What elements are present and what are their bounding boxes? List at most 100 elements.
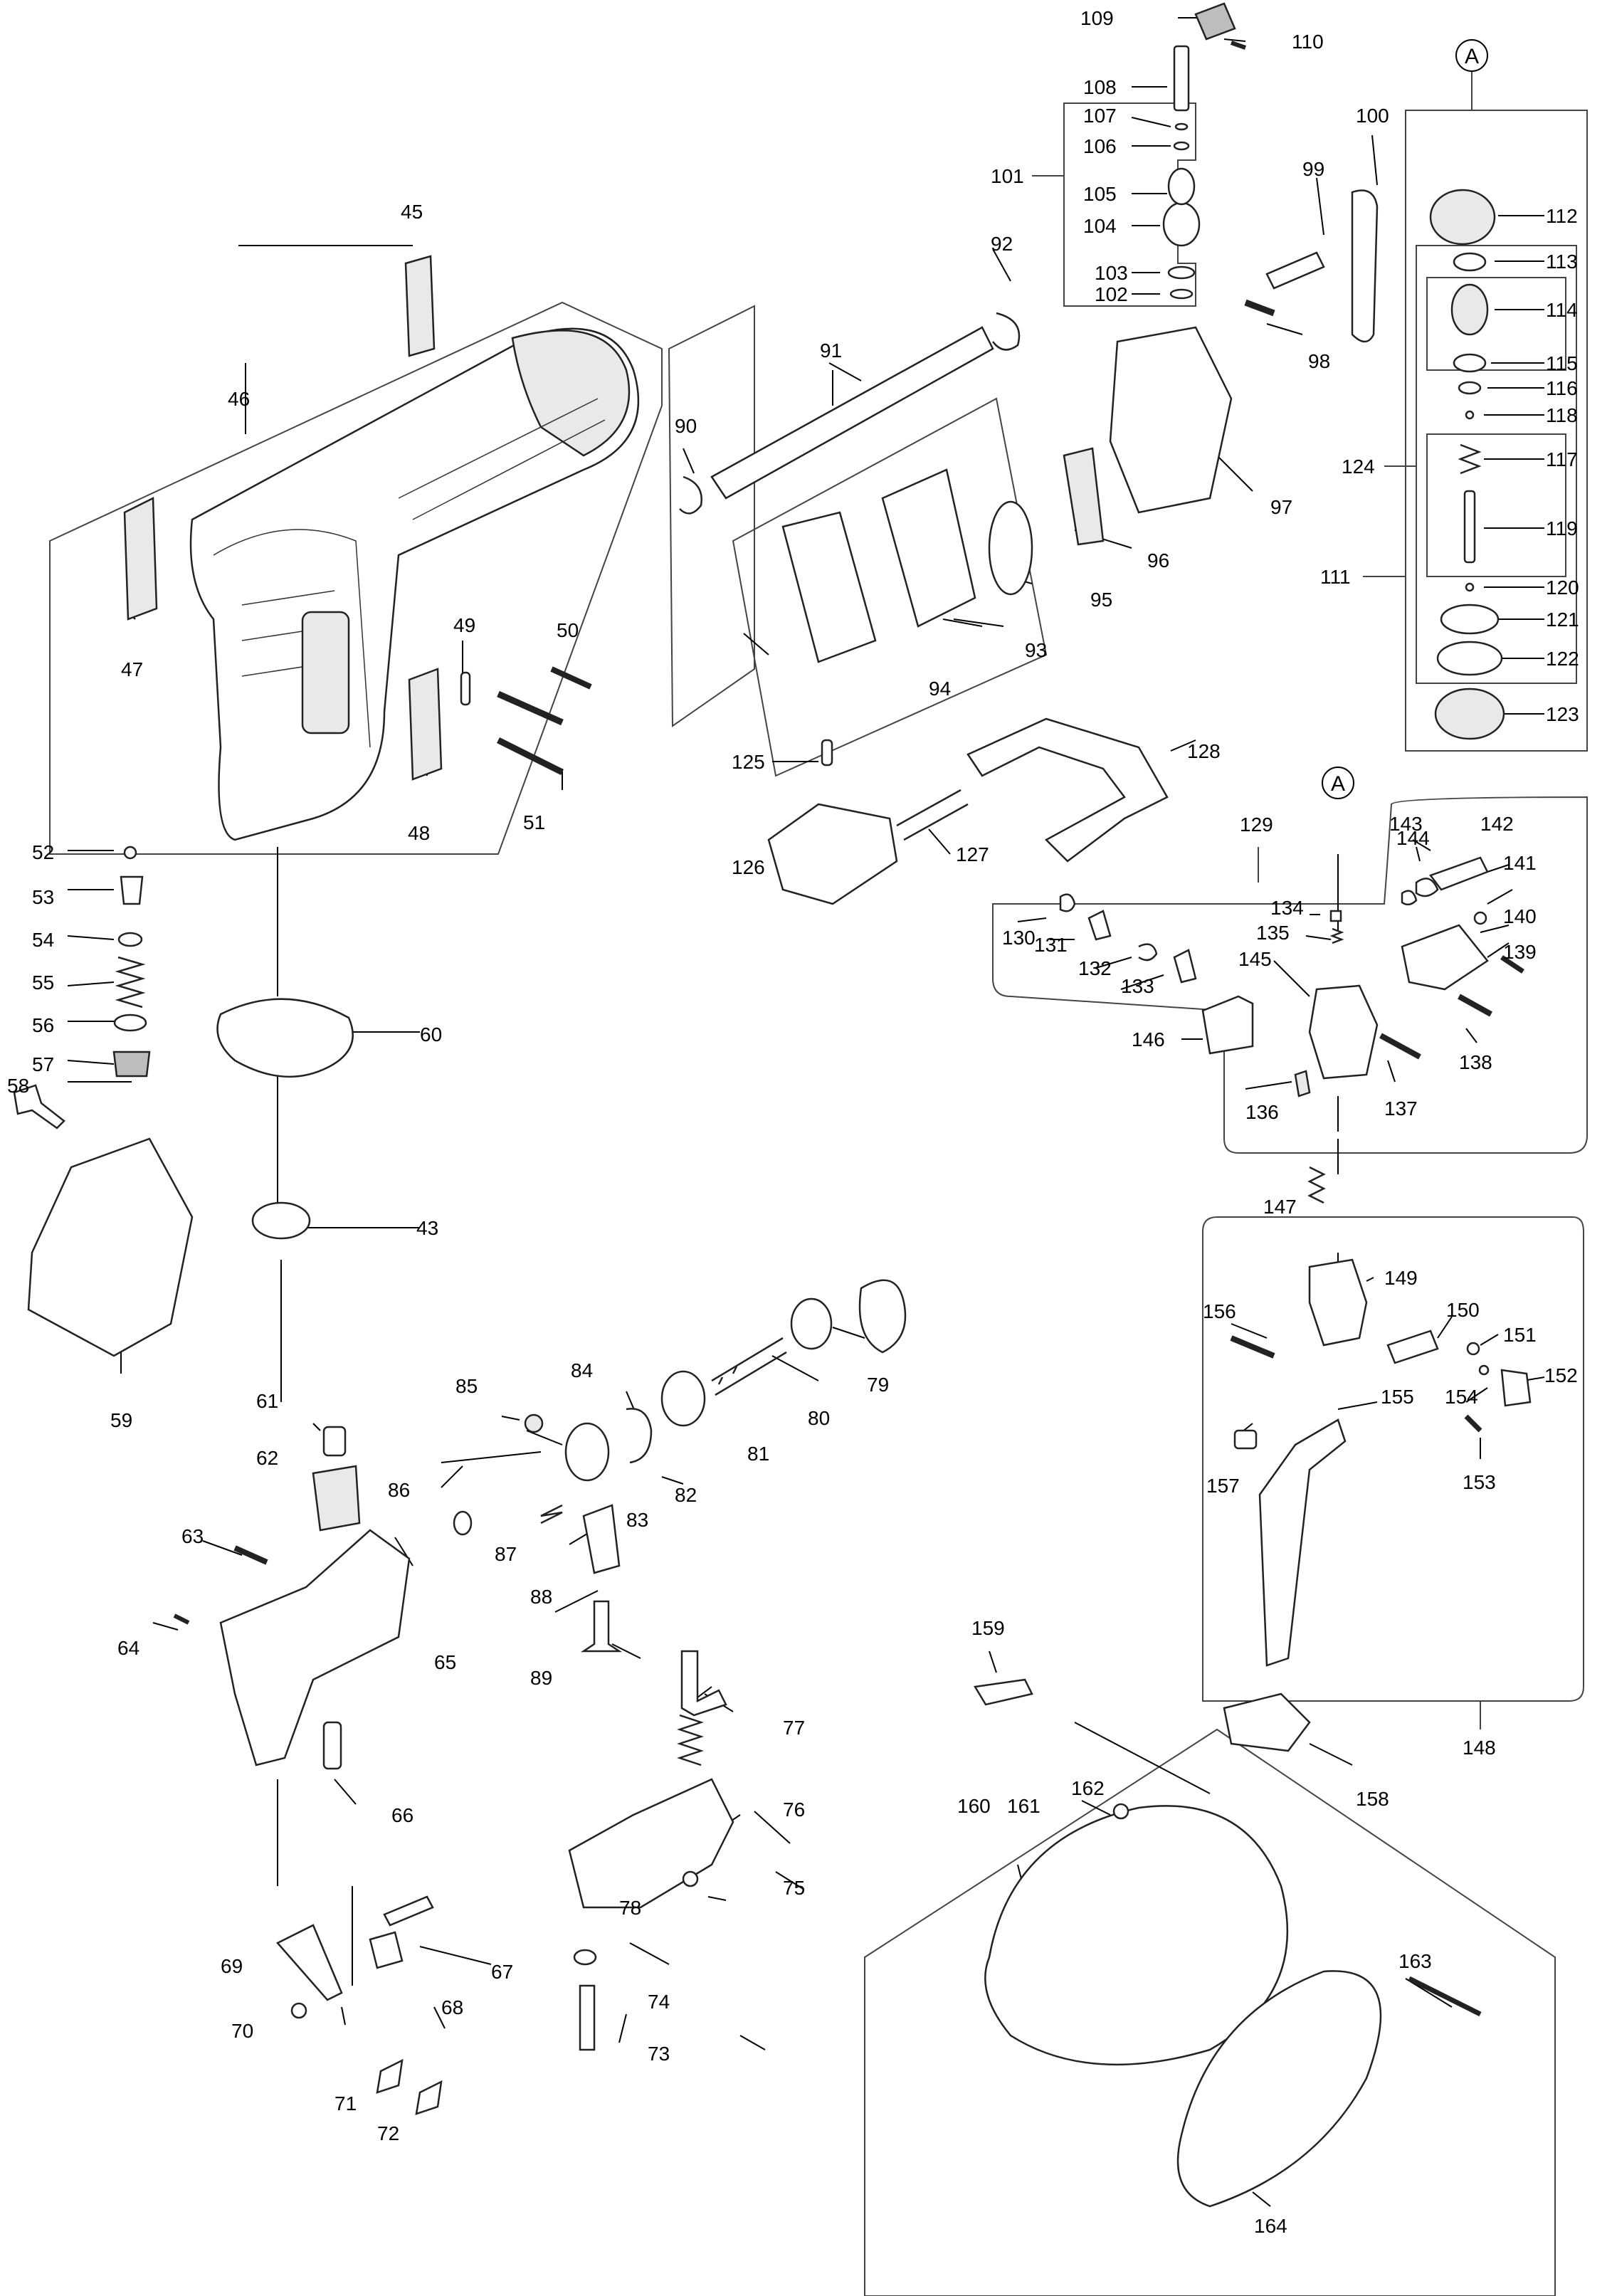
- part-66: [322, 1721, 342, 1770]
- part-label: 105: [1083, 183, 1117, 205]
- part-106: [1173, 141, 1190, 151]
- part-label: 93: [1025, 639, 1047, 661]
- part-52: [123, 846, 137, 860]
- part-83: [626, 1408, 653, 1464]
- part-141: [1473, 911, 1487, 925]
- part-label: 86: [388, 1479, 410, 1501]
- part-159: [973, 1678, 1033, 1706]
- callout-a-mid: A: [1322, 767, 1354, 799]
- group-160-outline: [864, 1728, 1556, 2296]
- part-label: 124: [1342, 455, 1375, 478]
- part-132: [1138, 943, 1158, 962]
- part-label: 112: [1546, 205, 1578, 227]
- part-label: 43: [416, 1217, 438, 1239]
- part-149: [1308, 1258, 1368, 1347]
- part-label: 60: [420, 1023, 442, 1046]
- part-53: [120, 875, 144, 905]
- part-label: 119: [1546, 517, 1578, 539]
- part-143: [1415, 878, 1439, 897]
- part-label: 46: [228, 388, 250, 410]
- part-label: 110: [1292, 31, 1324, 53]
- part-76: [677, 1714, 704, 1766]
- part-label: 133: [1121, 975, 1154, 997]
- part-125: [821, 739, 833, 767]
- part-label: 141: [1503, 852, 1537, 874]
- part-label: 77: [783, 1717, 805, 1739]
- part-label: 156: [1203, 1300, 1236, 1322]
- part-79: [858, 1279, 907, 1354]
- part-label: 85: [455, 1375, 478, 1397]
- part-108: [1173, 45, 1190, 112]
- part-140: [1401, 924, 1489, 991]
- part-label: 145: [1238, 948, 1272, 970]
- part-114: [1450, 283, 1489, 336]
- part-100: [1351, 189, 1379, 343]
- part-138: [1458, 994, 1492, 1017]
- part-51-a: [497, 690, 564, 726]
- part-label: 158: [1356, 1788, 1389, 1810]
- part-label: 53: [32, 886, 54, 908]
- part-154: [1478, 1364, 1490, 1376]
- part-label: 71: [334, 2092, 357, 2115]
- part-62: [312, 1465, 361, 1532]
- part-label: 70: [231, 2020, 253, 2042]
- part-73: [579, 1984, 596, 2051]
- part-94: [781, 511, 877, 663]
- part-label: 109: [1080, 7, 1114, 29]
- part-label: 62: [256, 1447, 278, 1469]
- part-label: 75: [783, 1877, 805, 1899]
- part-label: 155: [1381, 1386, 1414, 1408]
- part-label: 125: [732, 751, 765, 773]
- part-81: [711, 1337, 787, 1396]
- part-label: 113: [1546, 251, 1578, 273]
- part-109: [1194, 2, 1236, 41]
- part-77: [680, 1650, 727, 1717]
- part-label: 55: [32, 971, 54, 994]
- part-147: [1307, 1166, 1326, 1204]
- part-113: [1453, 252, 1487, 272]
- part-90: [679, 475, 702, 515]
- part-label: 104: [1083, 215, 1117, 237]
- part-98: [1244, 299, 1275, 317]
- part-label: 131: [1034, 934, 1068, 956]
- part-130: [1059, 893, 1076, 912]
- part-92: [992, 312, 1021, 351]
- part-label: 121: [1546, 609, 1579, 631]
- part-label: 154: [1445, 1386, 1478, 1408]
- part-label: 81: [747, 1443, 769, 1465]
- part-label: 150: [1446, 1299, 1480, 1321]
- part-label: 69: [221, 1955, 243, 1977]
- part-label: 64: [117, 1637, 139, 1659]
- part-102: [1169, 288, 1194, 300]
- part-label: 143: [1389, 813, 1423, 835]
- part-97: [1109, 326, 1233, 514]
- part-164: [1176, 1970, 1382, 2208]
- part-87: [540, 1504, 563, 1524]
- part-label: 50: [557, 619, 579, 641]
- part-163: [1408, 1976, 1482, 2017]
- part-61: [322, 1426, 347, 1457]
- part-label: 152: [1544, 1364, 1578, 1386]
- bracket-101: [1063, 102, 1196, 307]
- housing-part-46: [189, 327, 640, 841]
- part-label: 78: [619, 1897, 641, 1919]
- part-label: 142: [1480, 813, 1514, 835]
- part-label: 134: [1270, 897, 1304, 919]
- callout-a-top-text: A: [1465, 45, 1479, 68]
- part-label: 74: [648, 1991, 670, 2013]
- part-116: [1458, 381, 1482, 395]
- part-label: 58: [7, 1075, 29, 1097]
- part-60: [216, 998, 354, 1078]
- part-label: 49: [453, 614, 475, 636]
- part-112: [1429, 189, 1496, 246]
- part-133: [1173, 949, 1197, 984]
- part-label: 164: [1254, 2215, 1287, 2237]
- group-a-outline: [1405, 110, 1588, 752]
- part-label: 118: [1546, 404, 1578, 426]
- part-85: [524, 1413, 544, 1433]
- part-71: [376, 2058, 404, 2094]
- part-label: 59: [110, 1409, 132, 1431]
- part-80: [790, 1297, 833, 1350]
- part-161: [984, 1805, 1289, 2065]
